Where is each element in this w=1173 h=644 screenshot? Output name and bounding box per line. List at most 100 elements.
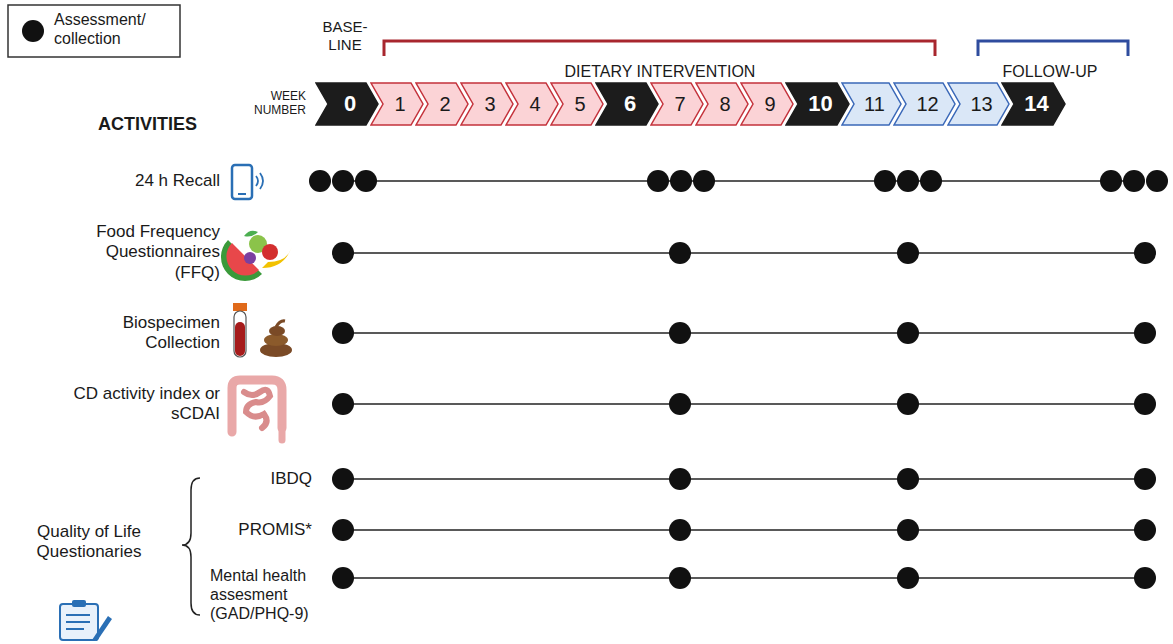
assessment-dot	[1134, 567, 1156, 589]
legend-text: Assessment/ collection	[54, 10, 174, 48]
assessment-dot	[670, 170, 692, 192]
assessment-dot	[1134, 468, 1156, 490]
week-chevron: 13	[947, 82, 1010, 126]
assessment-dot	[669, 519, 691, 541]
assessment-dot	[309, 170, 331, 192]
fruit-icon	[221, 231, 292, 281]
label-text: BASE- LINE	[315, 18, 375, 54]
assessment-dot	[669, 567, 691, 589]
week-chevron: 2	[415, 82, 469, 126]
timeline-line	[343, 529, 1145, 531]
timeline-line	[343, 403, 1145, 405]
assessment-dot	[332, 242, 354, 264]
text-label: PROMIS*	[212, 520, 312, 540]
text-label: ACTIVITIES	[98, 114, 228, 136]
text-label: Food Frequency Questionnaires (FFQ)	[68, 222, 220, 283]
chevron-outline	[506, 83, 558, 125]
label-text: WEEK NUMBER	[246, 89, 306, 118]
assessment-dot	[897, 468, 919, 490]
assessment-dot	[669, 242, 691, 264]
text-label: 24 h Recall	[68, 171, 220, 191]
assessment-dot	[897, 322, 919, 344]
chevron-outline	[786, 83, 849, 125]
week-number: 12	[893, 82, 956, 126]
intervention-bracket	[384, 41, 935, 56]
week-number: 11	[841, 82, 902, 126]
week-number: 14	[1001, 82, 1066, 126]
week-chevron: 8	[695, 82, 749, 126]
timeline-line	[343, 577, 1145, 579]
week-chevron: 5	[550, 82, 604, 126]
week-number: 4	[505, 82, 559, 126]
label-text: Biospecimen Collection	[108, 313, 220, 354]
week-number: 0	[315, 82, 379, 126]
week-chevron: 0	[315, 82, 379, 126]
assessment-dot	[920, 170, 942, 192]
assessment-dot	[332, 567, 354, 589]
legend-dot	[22, 20, 44, 42]
chevron-outline	[461, 83, 513, 125]
text-label: Quality of Life Questionaries	[4, 522, 174, 563]
label-text: DIETARY INTERVENTION	[565, 62, 756, 81]
assessment-dot	[332, 468, 354, 490]
follow-up-bracket	[978, 41, 1128, 56]
week-chevron: 7	[650, 82, 704, 126]
assessment-dot	[647, 170, 669, 192]
week-number: 10	[785, 82, 850, 126]
week-chevron: 3	[460, 82, 514, 126]
label-text: Quality of Life Questionaries	[22, 522, 157, 563]
chevron-outline	[696, 83, 748, 125]
assessment-dot	[332, 322, 354, 344]
week-number: 2	[415, 82, 469, 126]
assessment-dot	[355, 170, 377, 192]
text-label: Biospecimen Collection	[68, 313, 220, 354]
week-chevron: 10	[785, 82, 850, 126]
timeline-rows	[309, 170, 1168, 589]
chevron-outline	[894, 83, 955, 125]
assessment-dot	[332, 393, 354, 415]
label-text: ACTIVITIES	[98, 114, 197, 136]
chevron-outline	[371, 83, 423, 125]
week-number: 9	[740, 82, 794, 126]
text-label: BASE- LINE	[315, 18, 375, 54]
week-number: 5	[550, 82, 604, 126]
assessment-dot	[332, 519, 354, 541]
week-chevron: 14	[1001, 82, 1066, 126]
chevron-outline	[651, 83, 703, 125]
assessment-dot	[1100, 170, 1122, 192]
chevron-outline	[948, 83, 1009, 125]
assessment-dot	[1134, 322, 1156, 344]
week-chevron: 9	[740, 82, 794, 126]
assessment-dot	[897, 519, 919, 541]
text-label: WEEK NUMBER	[230, 89, 306, 118]
text-label: CD activity index or sCDAI	[58, 384, 220, 425]
chevron-outline	[741, 83, 793, 125]
week-number: 3	[460, 82, 514, 126]
label-text: FOLLOW-UP	[1003, 62, 1098, 81]
assessment-dot	[874, 170, 896, 192]
assessment-dot	[897, 242, 919, 264]
chevron-outline	[416, 83, 468, 125]
chevron-outline	[842, 83, 901, 125]
assessment-dot	[669, 468, 691, 490]
timeline-line	[343, 180, 1134, 182]
week-chevron: 12	[893, 82, 956, 126]
week-number: 13	[947, 82, 1010, 126]
timeline-line	[343, 252, 1145, 254]
assessment-dot	[1146, 170, 1168, 192]
label-text: Mental health assesment (GAD/PHQ-9)	[210, 566, 328, 624]
phone-icon	[232, 165, 263, 199]
text-label: Mental health assesment (GAD/PHQ-9)	[210, 566, 328, 624]
text-label: FOLLOW-UP	[975, 62, 1125, 81]
chevron-outline	[596, 83, 658, 125]
label-text: PROMIS*	[238, 520, 312, 540]
chevron-outline	[1002, 83, 1065, 125]
chevron-outline	[316, 83, 378, 125]
intestine-icon	[232, 380, 282, 440]
week-chevron: 6	[595, 82, 659, 126]
text-label: DIETARY INTERVENTION	[520, 62, 800, 81]
week-number: 7	[650, 82, 704, 126]
biospecimen-icon	[233, 303, 292, 357]
week-number: 8	[695, 82, 749, 126]
